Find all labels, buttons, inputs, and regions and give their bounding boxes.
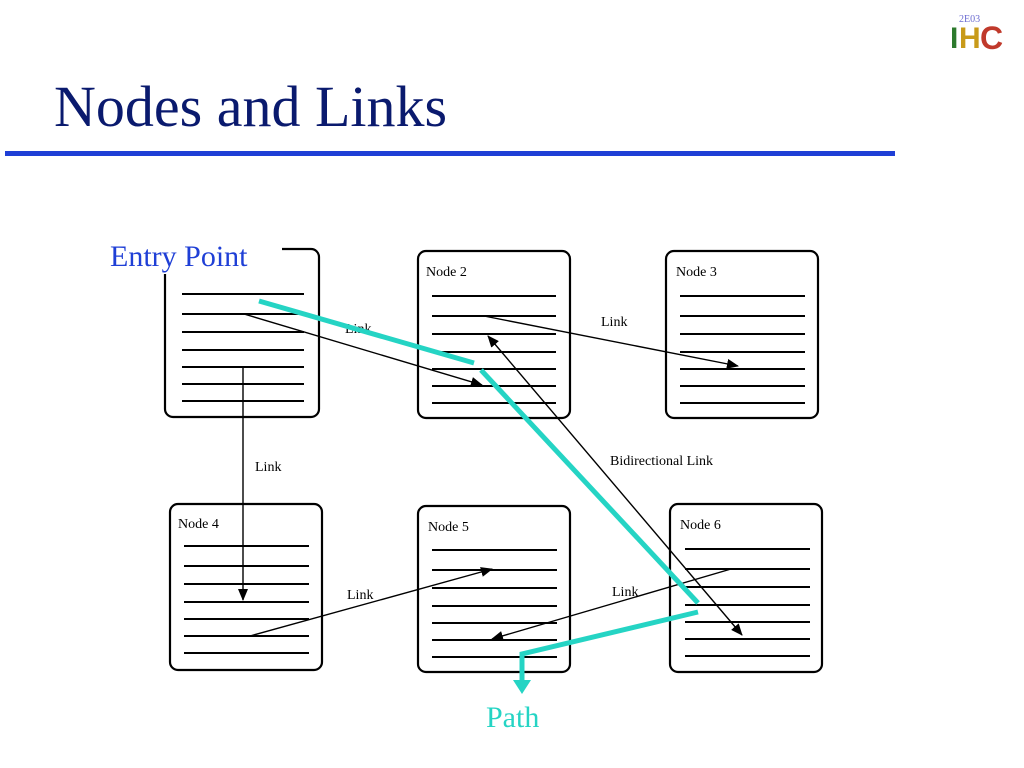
node-4: Node 4 xyxy=(168,502,324,672)
ihc-logo: 2E03 I H C xyxy=(950,14,1010,58)
logo-letter-h: H xyxy=(959,22,981,55)
slide-title: Nodes and Links xyxy=(54,74,448,139)
node-2: Node 2 xyxy=(416,249,572,420)
node-3: Node 3 xyxy=(664,249,820,420)
path-segment-2 xyxy=(479,368,700,605)
title-underline xyxy=(5,151,895,156)
node-2-label: Node 2 xyxy=(426,265,467,280)
entry-label-backing xyxy=(106,236,282,274)
link-node4-to-node5 xyxy=(249,567,493,637)
logo-letter-c: C xyxy=(980,20,1004,56)
node-5-label: Node 5 xyxy=(428,520,469,535)
node-6-label: Node 6 xyxy=(680,518,721,533)
path-arrowhead xyxy=(513,680,531,694)
path-label: Path xyxy=(486,701,539,734)
logo-letter-i: I xyxy=(950,22,959,55)
node-6: Node 6 xyxy=(668,502,824,674)
link-node2-node6-bidirectional xyxy=(487,335,743,636)
path-segment-1 xyxy=(258,298,475,366)
entry-point-label: Entry Point xyxy=(110,240,248,273)
node-4-label: Node 4 xyxy=(178,517,219,532)
link-label-bidirectional: Bidirectional Link xyxy=(610,454,713,469)
link-label-node1-node4: Link xyxy=(255,460,281,475)
link-label-node2-node3: Link xyxy=(601,315,627,330)
node-3-label: Node 3 xyxy=(676,265,717,280)
link-label-node6-node5: Link xyxy=(612,585,638,600)
link-node1-to-node2 xyxy=(243,313,483,387)
node-1 xyxy=(163,247,321,419)
logo-version: 2E03 xyxy=(959,14,981,25)
path-segment-3 xyxy=(519,609,699,682)
link-label-node4-node5: Link xyxy=(347,588,373,603)
